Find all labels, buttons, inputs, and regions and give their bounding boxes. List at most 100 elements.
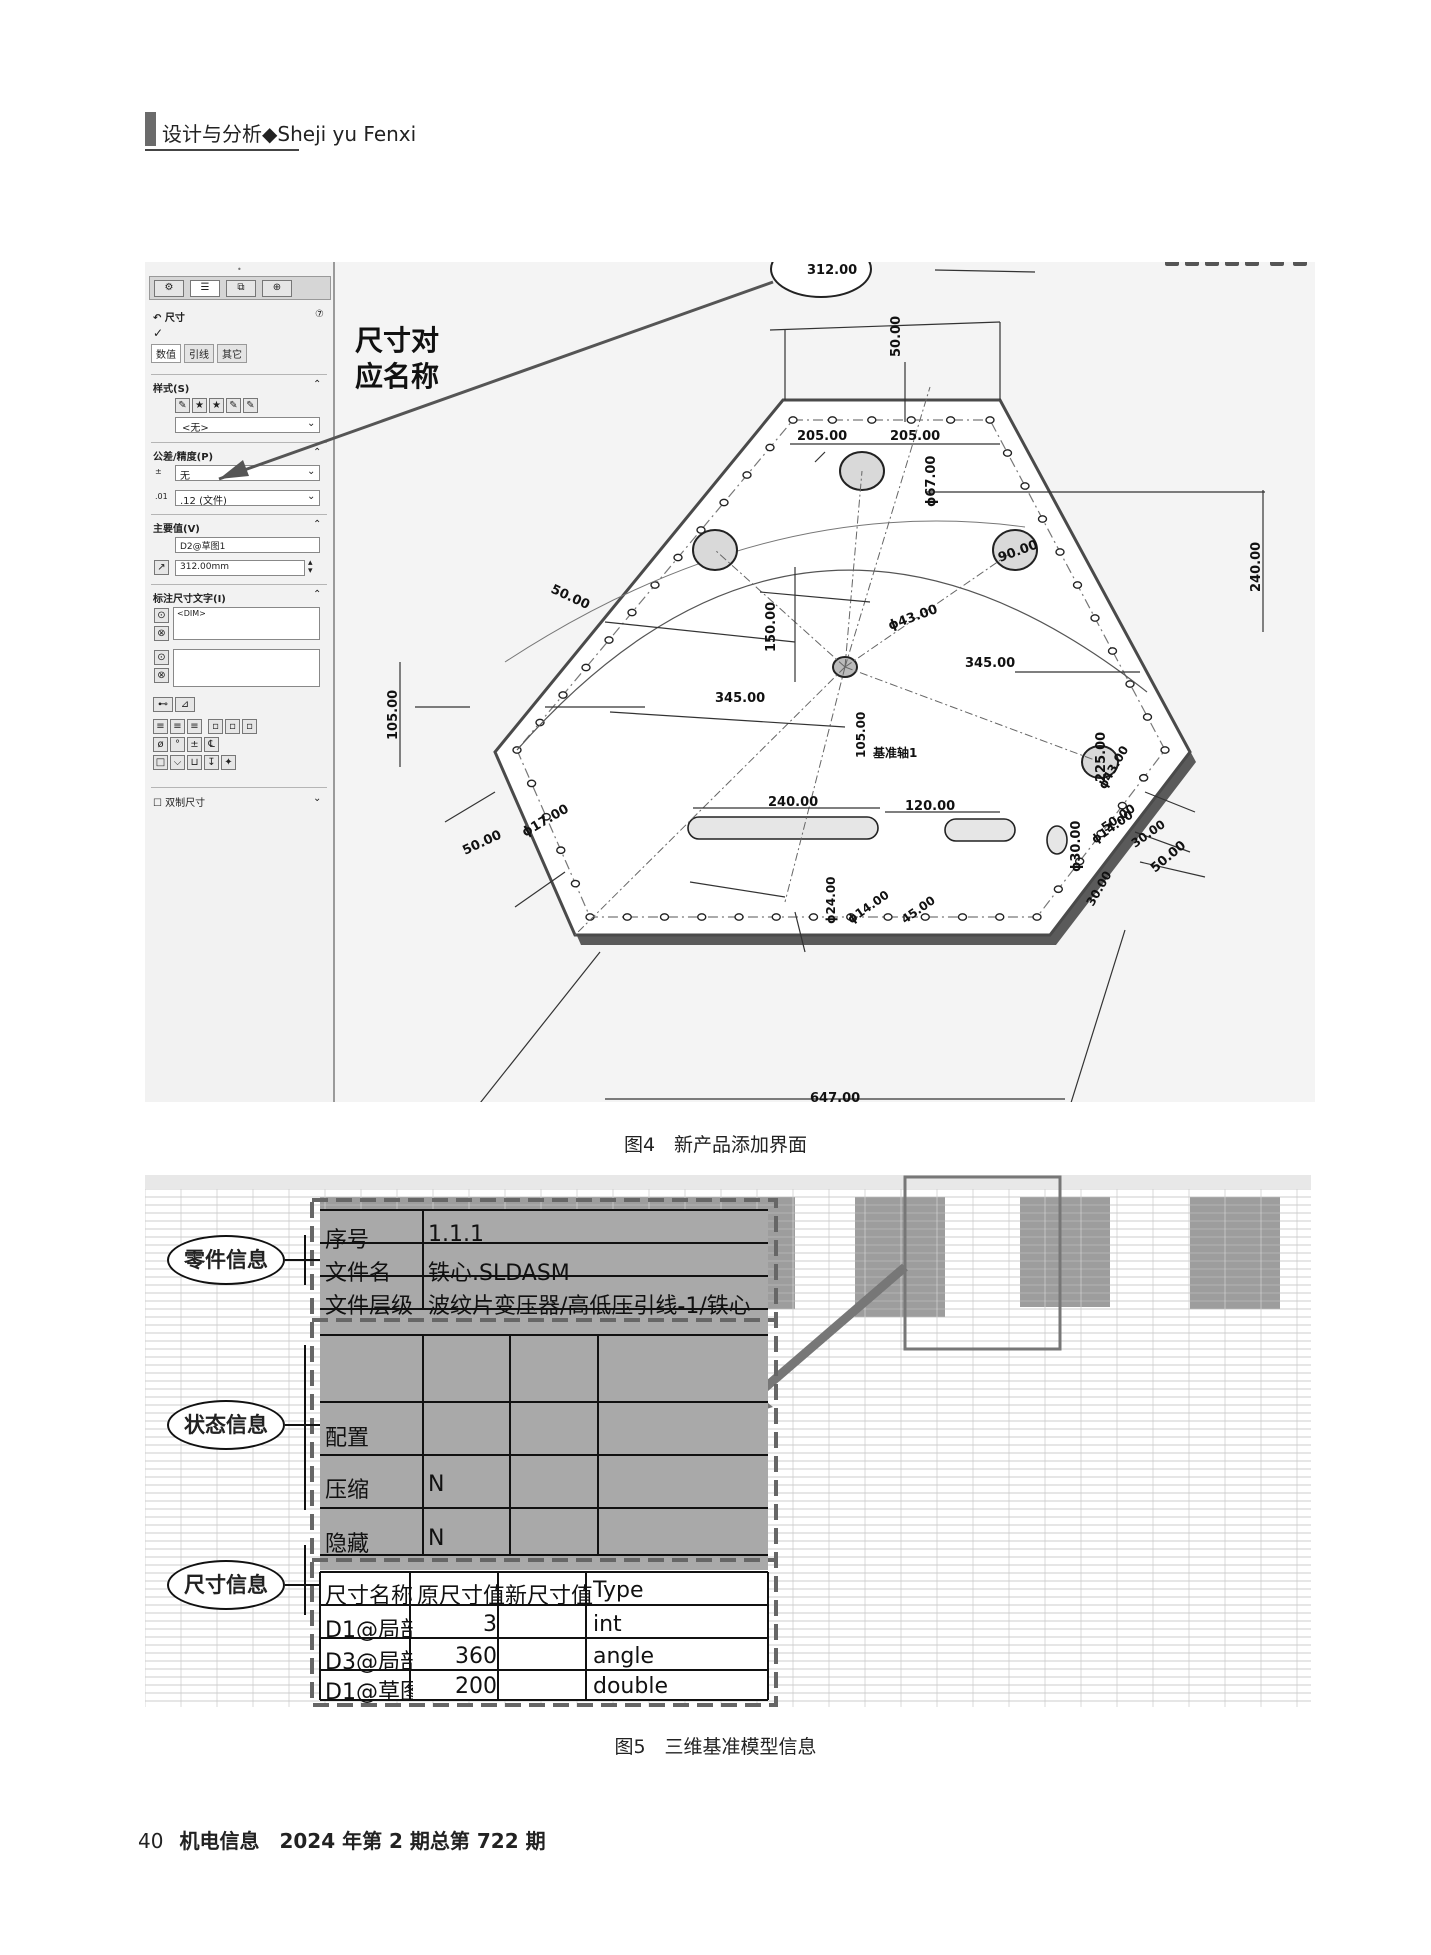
plus-minus-icon[interactable]: ± — [187, 737, 202, 752]
bolt-hole — [556, 846, 566, 855]
bolt-hole — [659, 913, 670, 921]
diameter-icon[interactable]: ø — [153, 737, 168, 752]
dim-text-field[interactable]: <DIM> — [173, 607, 320, 640]
tab-other[interactable]: 其它 — [217, 344, 247, 363]
dim-cell: double — [593, 1674, 668, 1699]
style-icon-3[interactable]: ★ — [209, 398, 224, 413]
dimension-text: 50.00 — [548, 582, 592, 613]
align-right-icon[interactable]: ≡ — [187, 719, 202, 734]
style-icon-4[interactable]: ✎ — [226, 398, 241, 413]
dimension-line — [444, 791, 496, 823]
state-label: 压缩 — [325, 1478, 370, 1503]
dimension-line — [769, 321, 1001, 331]
centerline-icon[interactable]: ℄ — [204, 737, 219, 752]
header-section-pinyin: Sheji yu Fenxi — [277, 122, 417, 146]
zoom-label: 文件名 — [325, 1261, 392, 1286]
zoom-value: 铁心.SLDASM — [428, 1261, 570, 1286]
dual-dimension-option[interactable]: ☐ 双制尺寸 — [153, 798, 206, 809]
slot — [944, 818, 1016, 842]
dim-text-icon[interactable]: ⊙ — [154, 650, 169, 665]
chevron-down-icon: ⌄ — [307, 491, 316, 502]
spinner-icon[interactable]: ▴▾ — [308, 558, 313, 576]
dimension-text: ϕ30.00 — [1069, 821, 1084, 872]
bolt-hole — [771, 913, 781, 921]
style-icon-2[interactable]: ★ — [192, 398, 207, 413]
state-label: 隐藏 — [325, 1532, 370, 1557]
dimension-text: 105.00 — [854, 712, 868, 758]
collapse-icon[interactable]: ⌃ — [313, 589, 322, 600]
bolt-hole — [1055, 548, 1065, 556]
journal-issue: 机电信息 2024 年第 2 期总第 722 期 — [179, 1829, 546, 1853]
bolt-hole — [920, 913, 930, 921]
format-icon[interactable]: ▫ — [242, 719, 257, 734]
dim-text-field-2[interactable] — [173, 649, 320, 687]
dim-cell: D1@草图1 — [325, 1680, 413, 1705]
bolt-hole — [1032, 913, 1042, 921]
bolt-hole — [742, 471, 752, 479]
feature-manager-icon[interactable]: ⚙ — [154, 280, 184, 297]
collapse-icon[interactable]: ⌃ — [313, 379, 322, 390]
arrow-icon[interactable]: ↗ — [154, 560, 169, 575]
bolt-hole — [627, 608, 637, 617]
state-label: 配置 — [325, 1426, 370, 1451]
bolt-hole — [734, 913, 744, 921]
dim-text-icon[interactable]: ⊗ — [154, 626, 169, 641]
leader-arrow-head — [219, 460, 249, 479]
tab-value[interactable]: 数值 — [151, 344, 181, 363]
dim-cell: 200 — [455, 1674, 497, 1699]
style-icon-5[interactable]: ✎ — [243, 398, 258, 413]
expand-icon[interactable]: ⌄ — [313, 793, 322, 804]
format-icon[interactable]: ⊷ — [153, 697, 173, 712]
align-left-icon[interactable]: ≡ — [153, 719, 168, 734]
box-icon[interactable]: □ — [153, 755, 168, 770]
align-center-icon[interactable]: ≡ — [170, 719, 185, 734]
configuration-manager-icon[interactable]: ⧉ — [226, 280, 256, 297]
precision-select[interactable]: .12 (文件) ⌄ — [175, 490, 320, 507]
collapse-icon[interactable]: ⌃ — [313, 447, 322, 458]
dimension-line — [689, 881, 786, 898]
tolerance-label: 公差/精度(P) — [153, 452, 214, 463]
dimension-text: 50.00 — [889, 316, 904, 357]
dimension-line — [1139, 861, 1206, 878]
bolt-hole — [788, 416, 798, 424]
countersink-icon[interactable]: ⌵ — [170, 755, 185, 770]
style-icon-1[interactable]: ✎ — [175, 398, 190, 413]
dim-text-icon[interactable]: ⊗ — [154, 668, 169, 683]
dimension-line — [609, 711, 846, 728]
format-icon[interactable]: ▫ — [225, 719, 240, 734]
section-divider — [151, 514, 327, 515]
tab-leader[interactable]: 引线 — [184, 344, 214, 363]
dimension-text: 205.00 — [797, 429, 847, 444]
dimension-name-field[interactable]: D2@草图1 — [175, 537, 320, 553]
dim-text-icon[interactable]: ⊙ — [154, 608, 169, 623]
ok-check-icon[interactable]: ✓ — [153, 326, 164, 340]
more-symbols-icon[interactable]: ✦ — [221, 755, 236, 770]
pointer-arrow-line — [742, 1263, 908, 1409]
property-manager-icon[interactable]: ☰ — [190, 280, 220, 297]
depth-icon[interactable]: ↧ — [204, 755, 219, 770]
dimension-line — [1134, 831, 1191, 853]
bolt-hole — [1053, 885, 1064, 894]
collapse-icon[interactable]: ⌃ — [313, 519, 322, 530]
panel-toolbar: ⚙ ☰ ⧉ ⊕ — [149, 276, 331, 300]
bolt-hole — [1096, 829, 1106, 838]
zoom-label: 文件层级 — [325, 1294, 414, 1319]
figure-4: • ⚙ ☰ ⧉ ⊕ ↶ 尺寸 ⑦ ✓ 数值 引线 其它 样式(S) ⌃ ✎ ★ … — [145, 262, 1315, 1102]
counterbore-icon[interactable]: ⊔ — [187, 755, 202, 770]
dimension-text: 345.00 — [965, 656, 1015, 671]
help-icon[interactable]: ⑦ — [315, 309, 324, 320]
style-select[interactable]: <无> ⌄ — [175, 417, 320, 434]
dimension-text: ϕ24.00 — [824, 876, 838, 924]
callout-dimension-info: 尺寸信息 — [167, 1560, 285, 1610]
format-icon[interactable]: ⊿ — [175, 697, 195, 712]
dimension-line — [814, 451, 826, 463]
dim-text-value: <DIM> — [177, 609, 206, 618]
dimension-line — [759, 591, 871, 603]
dimension-value-field[interactable]: 312.00mm — [175, 560, 305, 576]
zoom-panel-white — [320, 1570, 768, 1700]
tolerance-type-icon: ± — [155, 467, 162, 476]
dimxpert-icon[interactable]: ⊕ — [262, 280, 292, 297]
bolt-hole — [1107, 647, 1118, 655]
format-icon[interactable]: ▫ — [208, 719, 223, 734]
degree-icon[interactable]: ° — [170, 737, 185, 752]
